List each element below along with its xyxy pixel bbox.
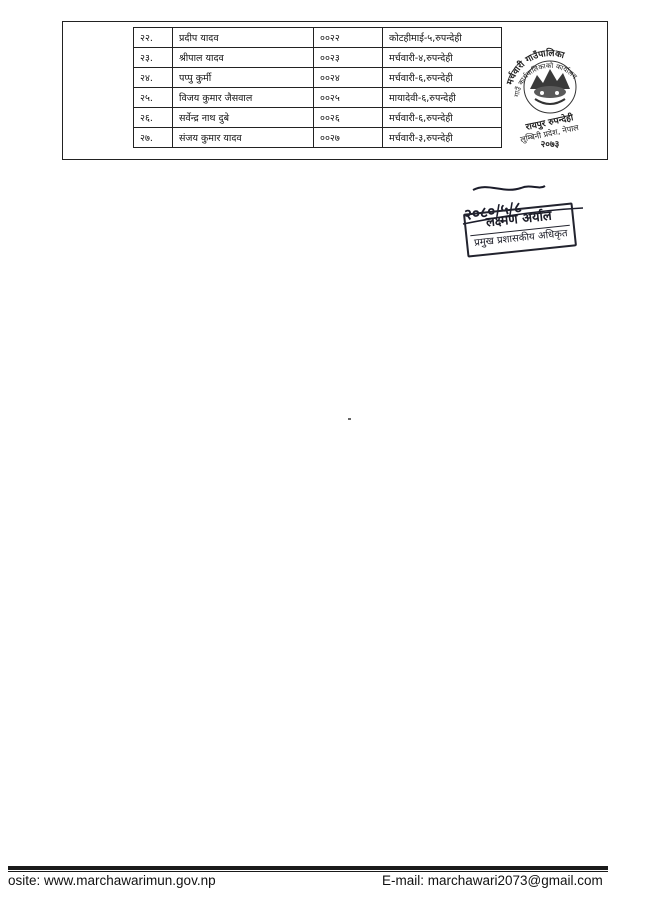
- serial-number-cell: २३.: [133, 47, 173, 68]
- scan-speck: [348, 418, 351, 420]
- applicant-name-cell: पप्पु कुर्मी: [172, 67, 314, 88]
- code-cell: ००२७: [313, 127, 383, 148]
- footer-website[interactable]: osite: www.marchawarimun.gov.np: [8, 873, 216, 888]
- seal-text-line5: २०७३: [541, 140, 560, 150]
- footer-email[interactable]: E-mail: marchawari2073@gmail.com: [382, 873, 603, 888]
- footer-divider-thin: [8, 871, 608, 872]
- address-cell: कोटहीमाई-५,रुपन्देही: [382, 27, 502, 48]
- footer-divider: [8, 866, 608, 870]
- applicant-name-cell: प्रदीप यादव: [172, 27, 314, 48]
- code-cell: ००२५: [313, 87, 383, 108]
- code-cell: ००२३: [313, 47, 383, 68]
- serial-number-cell: २२.: [133, 27, 173, 48]
- handwritten-signature: २०८०/५/८: [462, 185, 584, 225]
- address-cell: मर्चवारी-४,रुपन्देही: [382, 47, 502, 68]
- emblem-icon: [530, 69, 570, 105]
- table-outer-border: [62, 21, 608, 160]
- applicant-name-cell: श्रीपाल यादव: [172, 47, 314, 68]
- serial-number-cell: २५.: [133, 87, 173, 108]
- municipality-seal: मर्चवारी गाउँपालिका गाउँ कार्यपालिकाको क…: [505, 47, 580, 150]
- code-cell: ००२४: [313, 67, 383, 88]
- applicant-name-cell: विजय कुमार जैसवाल: [172, 87, 314, 108]
- serial-number-cell: २७.: [133, 127, 173, 148]
- address-cell: मर्चवारी-६,रुपन्देही: [382, 107, 502, 128]
- code-cell: ००२६: [313, 107, 383, 128]
- address-cell: मर्चवारी-६,रुपन्देही: [382, 67, 502, 88]
- address-cell: मर्चवारी-३,रुपन्देही: [382, 127, 502, 148]
- applicant-name-cell: सर्वेन्द्र नाथ दुबे: [172, 107, 314, 128]
- serial-number-cell: २४.: [133, 67, 173, 88]
- applicant-name-cell: संजय कुमार यादव: [172, 127, 314, 148]
- address-cell: मायादेवी-६,रुपन्देही: [382, 87, 502, 108]
- serial-number-cell: २६.: [133, 107, 173, 128]
- code-cell: ००२२: [313, 27, 383, 48]
